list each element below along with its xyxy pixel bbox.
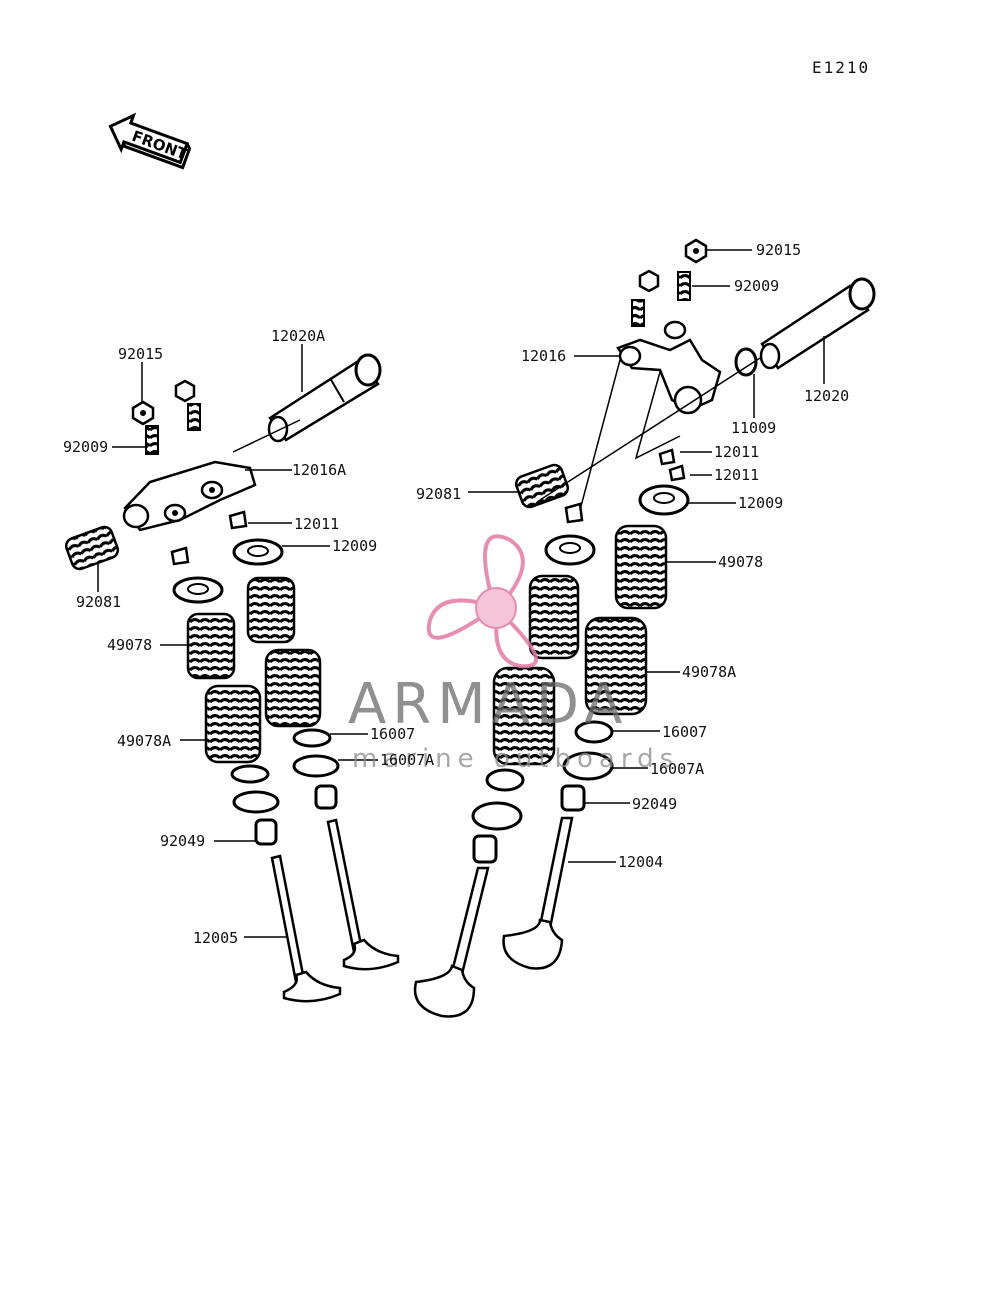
spring-seat-right-icon <box>471 720 614 864</box>
label-49078-right: 49078 <box>718 553 764 571</box>
spring-retainer-left-icon <box>172 538 284 604</box>
rocker-arm-left-icon <box>122 460 257 532</box>
label-92081-left: 92081 <box>76 593 122 611</box>
leader-lines <box>97 249 825 938</box>
label-16007A-right: 16007A <box>650 760 705 778</box>
cotter-left-icon <box>170 510 248 566</box>
label-92081-right: 92081 <box>416 485 462 503</box>
label-12020: 12020 <box>804 387 850 405</box>
adjuster-nut-left-icon <box>131 379 201 455</box>
label-12009-right: 12009 <box>738 494 784 512</box>
label-11009: 11009 <box>731 419 777 437</box>
label-16007-left: 16007 <box>370 725 416 743</box>
label-92009-right: 92009 <box>734 277 780 295</box>
label-12005: 12005 <box>193 929 239 947</box>
rocker-shaft-left-icon <box>267 353 382 443</box>
label-12016: 12016 <box>521 347 567 365</box>
watermark-name: ARMADA <box>348 672 629 737</box>
label-12016A: 12016A <box>292 461 347 479</box>
washer-right-icon <box>734 347 758 377</box>
rocker-shaft-right-icon <box>759 277 876 370</box>
spring-seat-left-icon <box>230 728 340 846</box>
watermark-subtitle: marine outboards <box>352 744 680 774</box>
label-12020A: 12020A <box>271 327 326 345</box>
label-12011-right-a: 12011 <box>714 443 760 461</box>
label-12011-left: 12011 <box>294 515 340 533</box>
valve-left-icon <box>270 818 400 1003</box>
propeller-logo-icon <box>426 534 538 669</box>
label-92015-right: 92015 <box>756 241 802 259</box>
valve-right-icon <box>413 816 574 1018</box>
label-12009-left: 12009 <box>332 537 378 555</box>
label-16007-right: 16007 <box>662 723 708 741</box>
valve-spring-left-icon <box>186 576 322 764</box>
label-49078A-right: 49078A <box>682 663 737 681</box>
valve-spring-right-icon <box>492 524 668 766</box>
label-12004: 12004 <box>618 853 664 871</box>
front-arrow-icon: FRONT <box>108 112 192 170</box>
label-49078-left: 49078 <box>107 636 153 654</box>
label-92015-left: 92015 <box>118 345 164 363</box>
adjuster-nut-right-icon <box>631 238 708 327</box>
rocker-arm-right-icon <box>616 320 722 415</box>
guide-lines <box>232 357 761 511</box>
label-12011-right-b: 12011 <box>714 466 760 484</box>
rocker-spring-right-icon <box>514 463 570 509</box>
label-16007A-left: 16007A <box>380 751 435 769</box>
label-49078A-left: 49078A <box>117 732 172 750</box>
label-92049-left: 92049 <box>160 832 206 850</box>
rocker-spring-left-icon <box>64 525 120 571</box>
spring-retainer-right-icon <box>544 484 690 566</box>
diagram-code: E1210 <box>812 58 871 77</box>
label-92049-right: 92049 <box>632 795 678 813</box>
label-92009-left: 92009 <box>63 438 109 456</box>
cotter-right-icon <box>564 448 686 524</box>
